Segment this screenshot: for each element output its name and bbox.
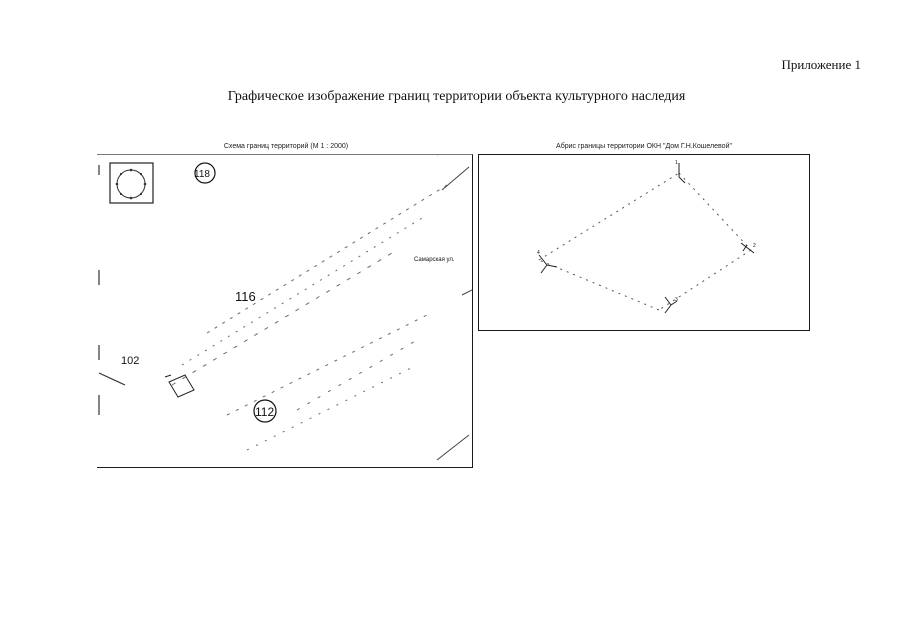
abris-drawing: 1 2 3 4 [537,160,756,314]
scheme-map: 116 112 118 102 Самарская ул. [97,154,473,468]
abris-point-3: 3 [675,297,678,303]
abris-point-1: 1 [675,160,678,166]
plot-number-102: 102 [121,355,139,367]
scheme-caption: Схема границ территорий (М 1 : 2000) [223,143,349,150]
abris-map: 1 2 3 4 [478,154,810,331]
abris-vertex-4 [538,254,558,274]
abris-point-2: 2 [753,243,756,249]
plot-number-116: 116 [235,289,256,304]
street-boundaries [171,155,472,461]
abris-vertex-2 [740,242,755,254]
page-title: Графическое изображение границ территори… [227,89,686,104]
abris-vertex-3 [664,296,678,314]
appendix-label: Приложение 1 [781,57,861,72]
plot-number-118-marker: 118 [194,162,216,184]
abris-caption: Абрис границы территории ОКН "Дом Г.Н.Ко… [556,143,732,150]
street-label: Самарская ул. [414,257,455,263]
plot-number-118: 118 [194,169,210,180]
edge-artifacts [98,165,126,415]
plot-number-112: 112 [255,405,274,419]
abris-vertex-1 [678,163,686,184]
locator-inset [109,162,154,204]
building-outline [164,374,195,398]
scheme-map-drawing: 116 112 118 102 Самарская ул. [98,155,472,461]
abris-point-4: 4 [537,250,540,256]
plot-number-112-marker: 112 [253,399,277,423]
abris-boundary [538,172,752,311]
